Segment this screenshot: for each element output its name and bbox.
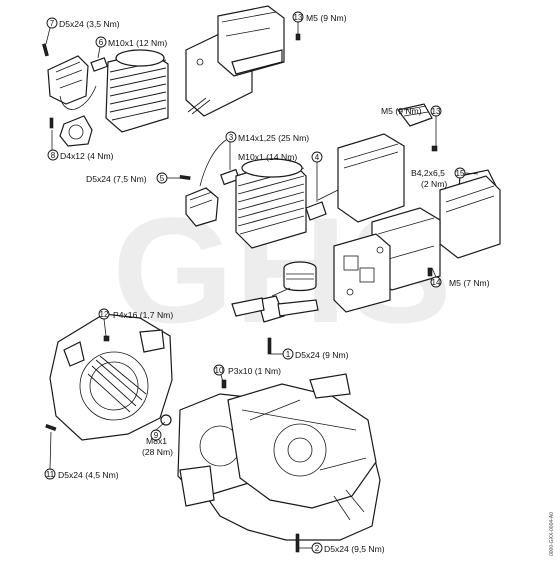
callout-label: M5 (9 Nm) [381,106,422,116]
callout-circle [95,36,107,48]
crankcase [160,373,381,553]
cylinder-head [115,49,165,67]
callout-label: B4,2x6,5 [411,168,445,178]
callout-number: 1 [286,350,291,359]
intake-flange [59,115,93,147]
fan-housing [45,313,173,441]
ignition-coil [185,187,219,227]
decompression-valve [305,201,327,221]
callout-9: M8x1 9 (28 Nm) [142,421,173,457]
callout-number: 9 [154,431,159,440]
callout-label: D5x24 (4,5 Nm) [58,470,119,480]
callout-number: 6 [99,38,104,47]
callout-11: 11 D5x24 (4,5 Nm) [44,431,119,480]
callout-10: 10 P3x10 (1 Nm) [213,364,281,383]
muffler-gasket [333,233,391,313]
ignition-module [47,55,89,105]
cylinder-assembly-middle [179,139,347,249]
crankshaft-web [257,295,285,323]
callout-number: 8 [51,151,56,160]
callout-label: M10x1 (12 Nm) [108,38,167,48]
callout-circle [282,348,294,360]
callout-number: 15 [456,169,465,178]
callout-label: P4x16 (1,7 Nm) [113,310,173,320]
callout-4: M10x1 (14 Nm) 4 [238,151,323,202]
callout-label: M8x1 [146,436,167,446]
muffler-right [333,103,501,313]
callout-13-right: M5 (9 Nm) 13 [381,105,442,146]
callout-2: 2 D5x24 (9,5 Nm) [299,542,385,554]
callout-number: 10 [215,366,224,375]
callout-label: M10x1 (14 Nm) [238,152,297,162]
piston-crankshaft [231,261,319,355]
callout-label: M14x1,25 (25 Nm) [238,133,309,143]
callout-circle [47,149,59,161]
callout-label: M5 (7 Nm) [449,278,490,288]
callout-label: D5x24 (9,5 Nm) [324,544,385,554]
callout-number: 3 [229,133,234,142]
callout-label: P3x10 (1 Nm) [228,366,281,376]
callout-12: 12 P4x16 (1,7 Nm) [98,308,173,337]
callout-circle [311,542,323,554]
callout-number: 13 [294,13,303,22]
callout-number: 13 [432,107,441,116]
callout-3: 3 M14x1,25 (25 Nm) [225,131,309,170]
callout-circle [213,364,225,376]
callout-6: 6 M10x1 (12 Nm) [95,36,167,59]
muffler-top [185,5,301,117]
callout-number: 2 [315,544,320,553]
callout-number: 7 [50,19,55,28]
callouts: 7 D5x24 (3,5 Nm) 6 M10x1 (12 Nm) 8 D4x12… [44,11,490,554]
callout-number: 12 [100,310,109,319]
callout-circle [225,131,237,143]
callout-number: 4 [315,153,320,162]
callout-7: 7 D5x24 (3,5 Nm) [45,17,120,45]
callout-8: 8 D4x12 (4 Nm) [47,130,114,161]
callout-label: (2 Nm) [421,179,447,189]
callout-label: D5x24 (3,5 Nm) [59,19,120,29]
callout-circle [46,17,58,29]
crankcase-right-half [227,383,377,509]
document-id: 0000-GXX-0004-A0 [549,512,555,556]
callout-label: M5 (9 Nm) [306,13,347,23]
callout-5: D5x24 (7,5 Nm) 5 [86,172,180,184]
callout-1: 1 D5x24 (9 Nm) [271,348,349,360]
spark-plug [90,57,109,72]
callout-15: B4,2x6,5 15 (2 Nm) [411,167,479,189]
callout-label: (28 Nm) [142,447,173,457]
callout-label: D5x24 (9 Nm) [295,350,349,360]
callout-number: 11 [46,470,55,479]
callout-13-top: 13 M5 (9 Nm) [292,11,347,34]
callout-14: 14 M5 (7 Nm) [430,267,490,288]
callout-number: 14 [432,278,441,287]
callout-label: D5x24 (7,5 Nm) [86,174,147,184]
muffler-cover [337,133,405,223]
spark-plug-2 [220,168,240,186]
callout-label: D4x12 (4 Nm) [60,151,114,161]
callout-number: 5 [160,174,165,183]
cylinder-assembly-left [42,43,169,147]
